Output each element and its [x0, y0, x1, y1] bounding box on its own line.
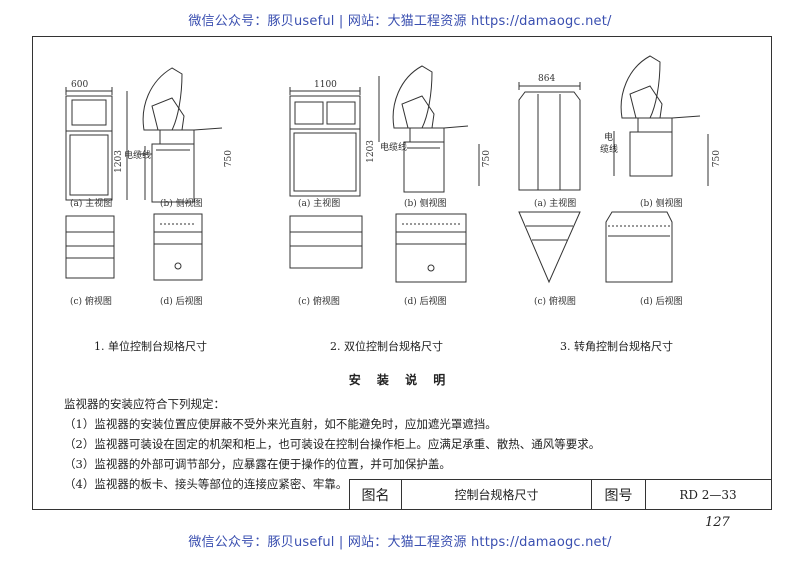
console3-rear-view [605, 211, 673, 283]
console3-side-view [613, 55, 709, 186]
dim-1100: 1100 [314, 80, 337, 90]
dim-1203-console2: 1203 [366, 140, 376, 163]
caption-console1: 1. 单位控制台规格尺寸 [94, 340, 207, 353]
console1-side-view [126, 67, 223, 203]
drawing-frame [32, 36, 772, 510]
dim-750-console1: 750 [224, 150, 234, 168]
console1-top-view [65, 215, 115, 279]
dim-750-console3: 750 [712, 150, 722, 168]
console1-front-view [65, 87, 113, 201]
view-label-1c: (c) 俯视图 [70, 297, 112, 307]
console3-top-view [518, 211, 581, 284]
view-label-3a: (a) 主视图 [534, 199, 577, 209]
view-label-3d: (d) 后视图 [640, 297, 683, 307]
note-line: 监视器的安装应符合下列规定： [64, 397, 225, 411]
view-label-3b: (b) 侧视图 [640, 199, 683, 209]
page-number: 127 [705, 515, 730, 530]
console2-rear-view [395, 213, 467, 283]
view-label-1a: (a) 主视图 [70, 199, 113, 209]
cable-label-console2: 电缆线 [380, 143, 408, 153]
dim-600: 600 [71, 80, 89, 90]
view-label-2a: (a) 主视图 [298, 199, 341, 209]
dim-864: 864 [538, 74, 556, 84]
cable-label-console3-a: 电 [604, 133, 614, 143]
title-block: 图名 控制台规格尺寸 图号 RD 2—33 [349, 479, 771, 509]
cable-label-console1: 电缆线 [124, 151, 152, 161]
title-block-number-label: 图号 [592, 480, 646, 509]
view-label-1b: (b) 侧视图 [160, 199, 203, 209]
title-block-name-value: 控制台规格尺寸 [402, 480, 592, 509]
console2-side-view [378, 65, 480, 193]
view-label-2c: (c) 俯视图 [298, 297, 340, 307]
caption-console2: 2. 双位控制台规格尺寸 [330, 340, 443, 353]
note-line: （2）监视器可装设在固定的机架和柜上，也可装设在控制台操作柜上。应满足承重、散热… [64, 437, 601, 451]
view-label-2d: (d) 后视图 [404, 297, 447, 307]
view-label-1d: (d) 后视图 [160, 297, 203, 307]
technical-drawings [65, 55, 709, 284]
view-label-2b: (b) 侧视图 [404, 199, 447, 209]
cable-label-console3-b: 缆线 [600, 145, 619, 155]
title-block-name-label: 图名 [350, 480, 402, 509]
dim-750-console2: 750 [482, 150, 492, 168]
caption-console3: 3. 转角控制台规格尺寸 [560, 340, 673, 353]
console2-front-view [289, 87, 361, 197]
console3-front-view [518, 82, 581, 191]
installation-notes: 监视器的安装应符合下列规定： （1）监视器的安装位置应使屏蔽不受外来光直射，如不… [64, 394, 600, 494]
watermark-top: 微信公众号：豚贝useful | 网站：大猫工程资源 https://damao… [188, 14, 612, 29]
section-title: 安 装 说 明 [348, 373, 452, 387]
watermark-bottom: 微信公众号：豚贝useful | 网站：大猫工程资源 https://damao… [188, 535, 612, 550]
note-line: （3）监视器的外部可调节部分，应暴露在便于操作的位置，并可加保护盖。 [64, 457, 451, 471]
title-block-number-value: RD 2—33 [679, 487, 737, 502]
dim-1203-console1: 1203 [114, 150, 124, 173]
note-line: （1）监视器的安装位置应使屏蔽不受外来光直射，如不能避免时，应加遮光罩遮挡。 [64, 417, 497, 431]
console2-top-view [289, 215, 363, 269]
console1-rear-view [153, 213, 203, 281]
view-label-3c: (c) 俯视图 [534, 297, 576, 307]
note-line: （4）监视器的板卡、接头等部位的连接应紧密、牢靠。 [64, 477, 348, 491]
